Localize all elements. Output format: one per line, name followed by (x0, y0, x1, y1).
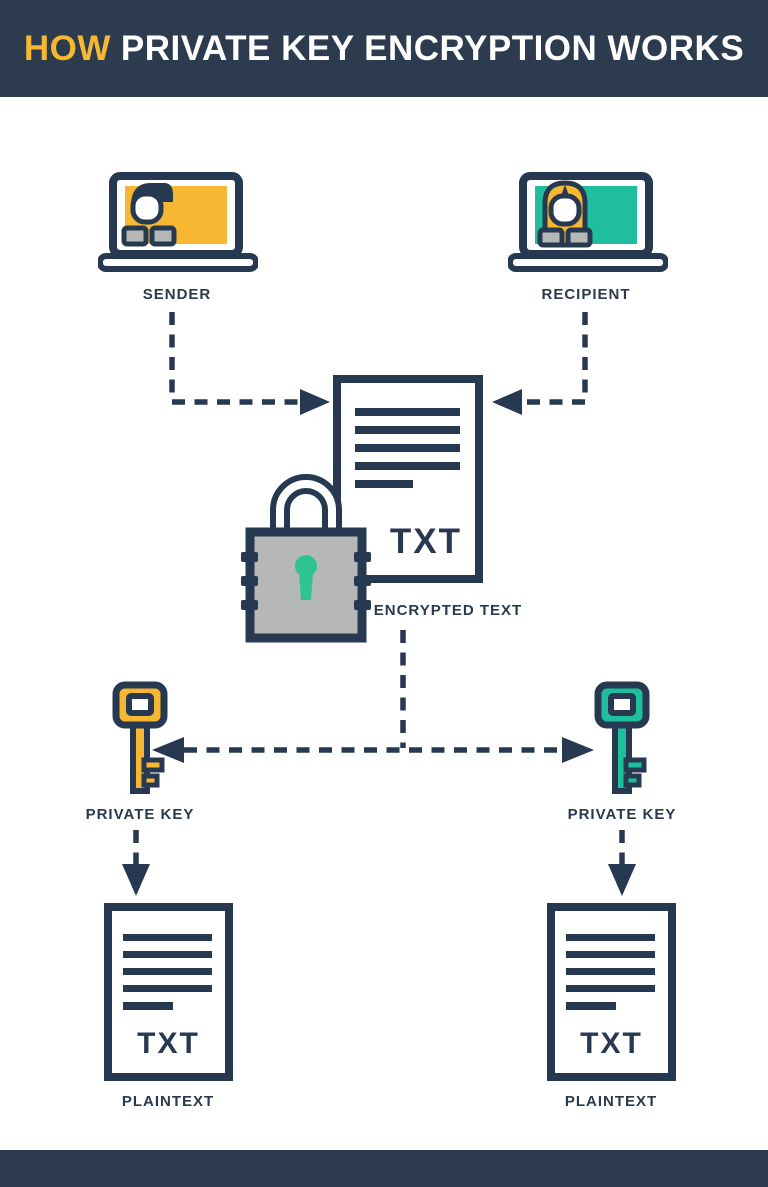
plaintext-left-label: PLAINTEXT (121, 1093, 215, 1110)
private-key-left-label: PRIVATE KEY (85, 806, 195, 823)
sender-person-icon (121, 183, 177, 247)
doc-text-line (355, 480, 413, 488)
lock-ridge (354, 600, 371, 610)
doc-text-line (566, 968, 655, 975)
arrowhead-into-encrypted-right (492, 389, 522, 415)
padlock-icon (241, 474, 371, 643)
doc-text-line (123, 1002, 173, 1010)
plaintext-document-right-icon: TXT (547, 903, 676, 1081)
plaintext-left-type-badge: TXT (137, 1027, 200, 1060)
doc-text-line (566, 951, 655, 958)
private-key-left-icon (112, 681, 168, 794)
lock-ridge (241, 552, 258, 562)
lock-ridge (241, 600, 258, 610)
doc-text-line (355, 426, 460, 434)
title-highlight: HOW (23, 28, 111, 68)
arrowhead-into-encrypted-left (300, 389, 330, 415)
keyhole-stem (299, 572, 313, 600)
recipient-person-icon (537, 180, 593, 248)
recipient-label: RECIPIENT (541, 286, 631, 303)
lock-ridge (241, 576, 258, 586)
private-key-right-label: PRIVATE KEY (567, 806, 677, 823)
lock-ridge (354, 552, 371, 562)
plaintext-right-label: PLAINTEXT (564, 1093, 658, 1110)
doc-text-line (123, 968, 212, 975)
doc-text-line (566, 1002, 616, 1010)
doc-text-line (123, 985, 212, 992)
doc-text-line (566, 934, 655, 941)
doc-text-line (123, 934, 212, 941)
recipient-laptop-icon (508, 172, 668, 272)
lock-ridge (354, 576, 371, 586)
arrowhead-to-left-plaintext (122, 864, 150, 896)
doc-text-line (355, 408, 460, 416)
footer-bar (0, 1150, 768, 1187)
sender-laptop-icon (98, 172, 258, 272)
doc-text-line (355, 444, 460, 452)
doc-text-line (566, 985, 655, 992)
arrowhead-to-right-plaintext (608, 864, 636, 896)
private-key-right-icon (594, 681, 650, 794)
arrowhead-to-right-key (562, 737, 594, 763)
sender-label: SENDER (142, 286, 212, 303)
doc-text-line (123, 951, 212, 958)
doc-text-line (355, 462, 460, 470)
title-rest: PRIVATE KEY ENCRYPTION WORKS (120, 28, 745, 68)
encrypted-doc-type-badge: TXT (389, 522, 462, 561)
plaintext-document-left-icon: TXT (104, 903, 233, 1081)
plaintext-right-type-badge: TXT (580, 1027, 643, 1060)
encrypted-text-label: ENCRYPTED TEXT (373, 602, 523, 619)
keyhole-icon (295, 555, 317, 577)
